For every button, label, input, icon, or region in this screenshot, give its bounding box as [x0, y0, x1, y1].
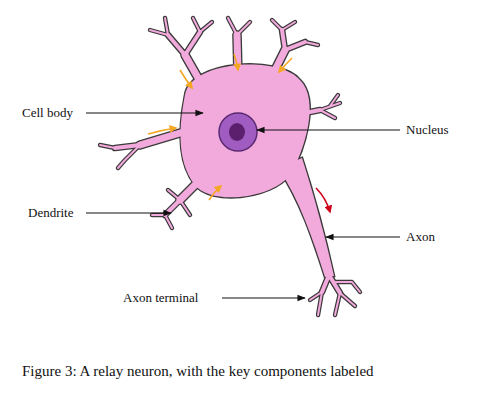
dendrite: [282, 30, 305, 50]
impulse-arrow: [316, 188, 330, 212]
dendrite: [100, 145, 140, 168]
dendrite: [100, 145, 140, 168]
dendrite: [150, 18, 212, 35]
axon-shape: [278, 158, 334, 277]
part-label: Axon: [406, 229, 435, 245]
signal-arrow: [148, 128, 176, 134]
leader-line: [222, 297, 305, 298]
axon-terminal-branch: [322, 275, 340, 293]
signal-arrow: [234, 54, 238, 70]
signal-arrow: [180, 70, 192, 88]
leader-line: [86, 212, 171, 213]
leader-lines: [86, 113, 400, 298]
part-label: Dendrite: [28, 205, 73, 221]
dendrite: [272, 20, 318, 45]
dendrite: [228, 18, 250, 35]
nucleolus: [229, 123, 245, 141]
dendrite: [180, 180, 200, 200]
dendrite: [295, 110, 320, 115]
axon-terminal-branch: [310, 282, 360, 315]
dendrite: [180, 180, 200, 200]
signal-arrow: [279, 58, 292, 72]
neuron-outline: [100, 18, 360, 315]
neuron-body: [100, 18, 360, 315]
nucleus: [219, 113, 257, 151]
dendrite: [185, 55, 205, 90]
dendrite: [320, 95, 340, 118]
leader-line: [257, 129, 400, 130]
dendrite: [228, 18, 250, 35]
dendrite: [168, 32, 200, 55]
dendrite: [320, 95, 340, 118]
dendrite: [282, 30, 305, 50]
axon-shape: [278, 158, 334, 277]
dendrite: [150, 18, 212, 35]
signal-arrows: [148, 54, 292, 200]
leader-line: [326, 236, 400, 237]
dendrite: [152, 190, 190, 228]
part-label: Cell body: [22, 105, 73, 121]
dendrite: [140, 130, 190, 145]
part-label: Axon terminal: [123, 290, 198, 306]
dendrite: [270, 50, 285, 80]
signal-arrow: [209, 186, 221, 200]
dendrite: [168, 32, 200, 55]
leader-line: [86, 112, 203, 113]
dendrite: [272, 20, 318, 45]
part-label: Nucleus: [406, 122, 449, 138]
figure-caption: Figure 3: A relay neuron, with the key c…: [22, 362, 374, 380]
